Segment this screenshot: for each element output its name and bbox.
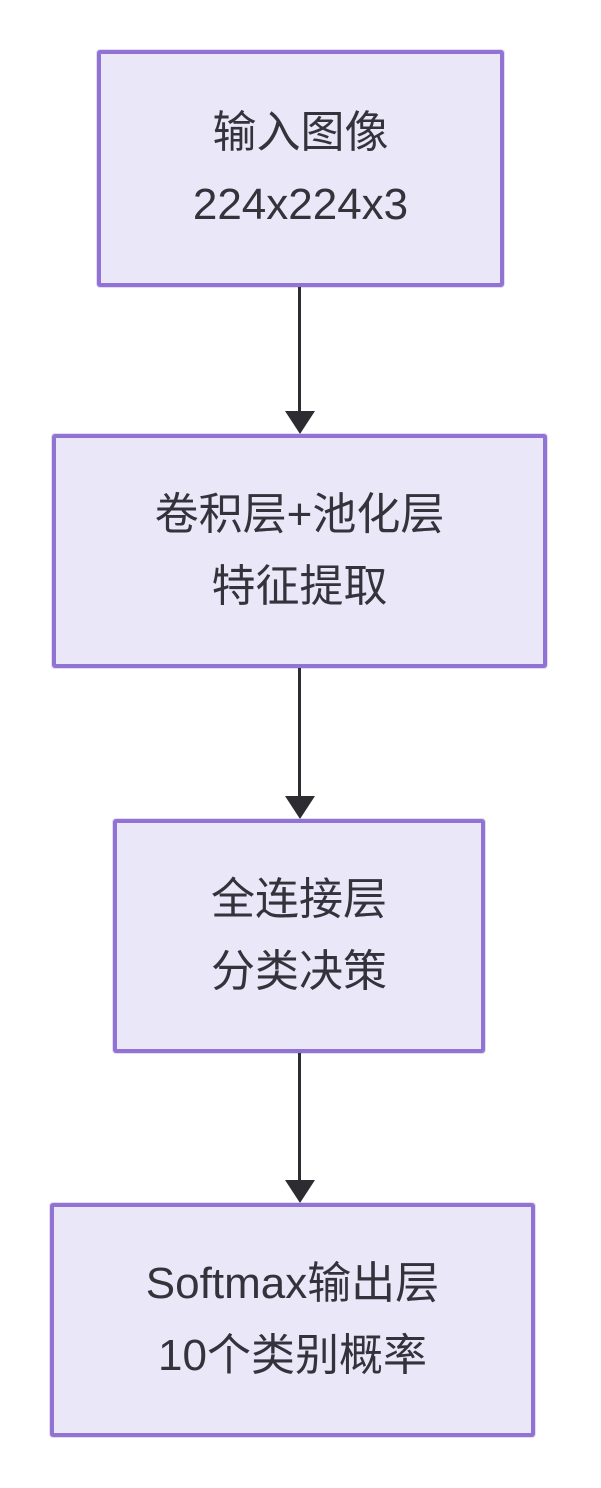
arrow-down-2	[285, 668, 315, 819]
arrow-head-icon	[285, 1180, 315, 1203]
node-softmax-output-subtitle: 10个类别概率	[158, 1331, 427, 1380]
node-input-image: 输入图像 224x224x3	[97, 50, 504, 287]
node-input-image-title: 输入图像	[212, 107, 389, 157]
node-conv-pool-title: 卷积层+池化层	[154, 490, 445, 539]
arrow-shaft	[298, 1053, 301, 1183]
node-input-image-subtitle: 224x224x3	[192, 179, 409, 229]
node-fully-connected: 全连接层 分类决策	[113, 819, 485, 1053]
node-fully-connected-title: 全连接层	[211, 875, 387, 924]
arrow-head-icon	[285, 411, 315, 434]
arrow-shaft	[298, 287, 301, 414]
arrow-head-icon	[285, 796, 315, 819]
node-conv-pool-subtitle: 特征提取	[211, 562, 388, 611]
node-fully-connected-subtitle: 分类决策	[211, 947, 387, 996]
arrow-shaft	[298, 668, 301, 799]
node-conv-pool: 卷积层+池化层 特征提取	[52, 434, 547, 668]
arrow-down-3	[285, 1053, 315, 1203]
arrow-down-1	[285, 287, 315, 434]
node-softmax-output: Softmax输出层 10个类别概率	[50, 1203, 535, 1437]
node-softmax-output-title: Softmax输出层	[145, 1259, 440, 1308]
